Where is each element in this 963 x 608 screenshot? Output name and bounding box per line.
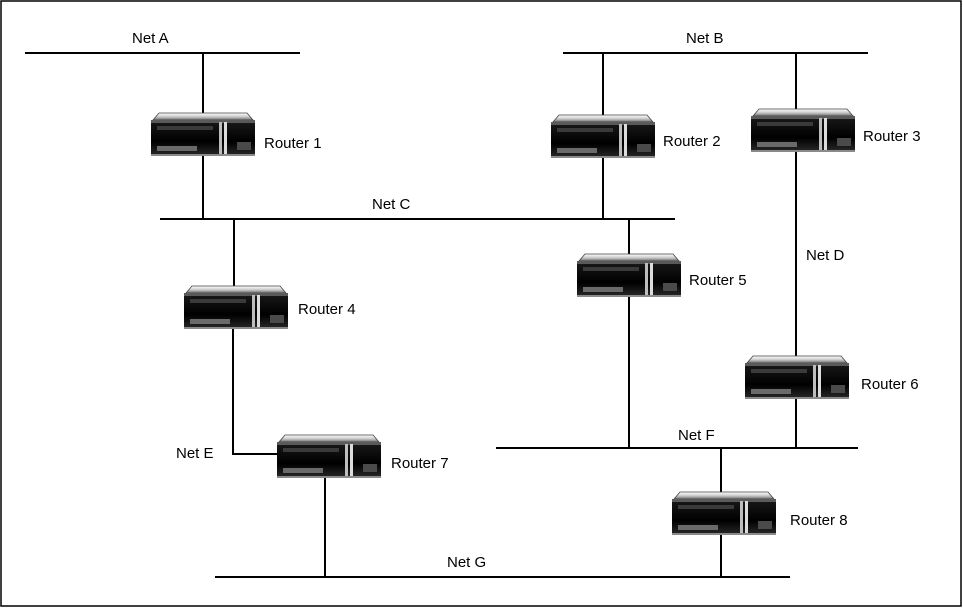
router-7-icon [276, 434, 382, 479]
router-8-icon [671, 491, 777, 536]
router-7-label: Router 7 [391, 455, 449, 472]
router-5-label: Router 5 [689, 272, 747, 289]
net-c-label: Net C [372, 196, 411, 213]
router-5-icon [576, 253, 682, 298]
router-8-label: Router 8 [790, 512, 848, 529]
router-4-label: Router 4 [298, 301, 356, 318]
net-f-label: Net F [678, 427, 715, 444]
router-2-icon [550, 114, 656, 159]
net-d-label: Net D [806, 247, 845, 264]
router-1-icon [150, 112, 256, 157]
net-e-label: Net E [176, 445, 214, 462]
router-6-label: Router 6 [861, 376, 919, 393]
net-e-link [232, 310, 280, 455]
net-g-label: Net G [447, 554, 486, 571]
net-a-label: Net A [132, 30, 169, 47]
router-1-label: Router 1 [264, 135, 322, 152]
router-3-icon [750, 108, 856, 153]
router-4-icon [183, 285, 289, 330]
net-b-label: Net B [686, 30, 724, 47]
router-6-icon [744, 355, 850, 400]
router-3-label: Router 3 [863, 128, 921, 145]
router-2-label: Router 2 [663, 133, 721, 150]
